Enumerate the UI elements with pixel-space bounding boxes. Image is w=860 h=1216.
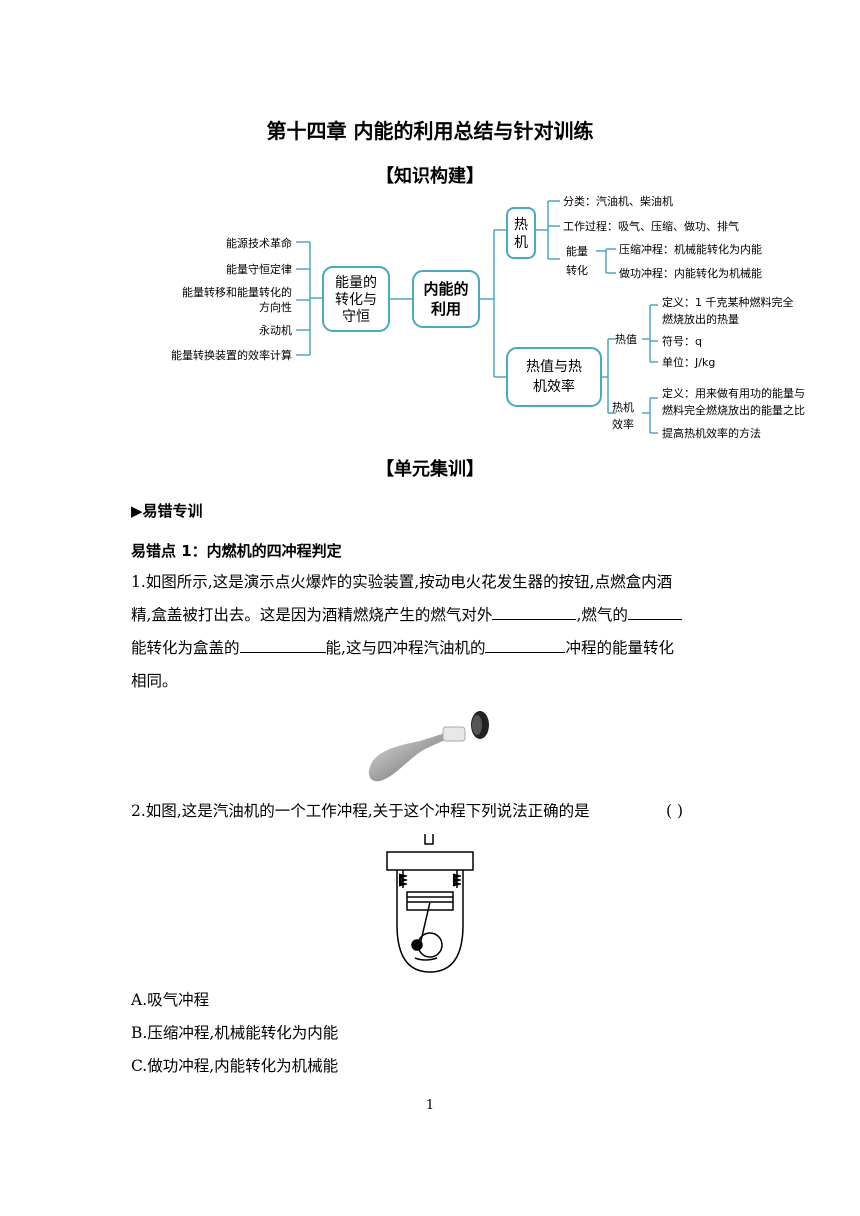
svg-text:符号：q: 符号：q xyxy=(662,335,702,348)
option-c[interactable]: C.做功冲程,内能转化为机械能 xyxy=(131,1057,339,1075)
mm-left-item: 能量转移和能量转化的 xyxy=(182,285,292,299)
svg-text:能量的: 能量的 xyxy=(335,275,377,291)
page-title: 第十四章 内能的利用总结与针对训练 xyxy=(266,119,594,143)
svg-text:转化: 转化 xyxy=(566,263,588,277)
ignition-device-image xyxy=(368,711,489,782)
option-b[interactable]: B.压缩冲程,机械能转化为内能 xyxy=(131,1024,339,1042)
svg-text:热: 热 xyxy=(514,217,528,233)
knowledge-mindmap: 能源技术革命 能量守恒定律 能量转移和能量转化的 方向性 永动机 能量转换装置的… xyxy=(171,194,805,440)
svg-text:提高热机效率的方法: 提高热机效率的方法 xyxy=(662,426,761,440)
mm-left-item: 能量守恒定律 xyxy=(226,262,292,276)
svg-text:定义：1 千克某种燃料完全: 定义：1 千克某种燃料完全 xyxy=(662,295,794,309)
engine-stroke-diagram xyxy=(386,834,474,973)
svg-text:热值与热: 热值与热 xyxy=(526,359,582,375)
mm-box-efficiency xyxy=(506,347,602,407)
answer-blank[interactable] xyxy=(485,634,566,653)
svg-text:燃料完全燃烧放出的能量之比: 燃料完全燃烧放出的能量之比 xyxy=(662,403,805,417)
svg-text:定义：用来做有用功的能量与: 定义：用来做有用功的能量与 xyxy=(662,386,805,400)
svg-text:机效率: 机效率 xyxy=(533,378,575,395)
section-knowledge-construction: 【知识构建】 xyxy=(376,166,484,187)
svg-text:机: 机 xyxy=(514,235,528,251)
section-unit-training: 【单元集训】 xyxy=(376,459,484,480)
answer-blank[interactable] xyxy=(239,634,326,653)
svg-text:内能的: 内能的 xyxy=(423,280,468,298)
mm-power: 做功冲程：内能转化为机械能 xyxy=(619,266,762,280)
svg-text:燃烧放出的热量: 燃烧放出的热量 xyxy=(662,312,739,326)
svg-text:效率: 效率 xyxy=(612,417,634,431)
svg-text:热机: 热机 xyxy=(612,400,634,414)
mm-compression: 压缩冲程：机械能转化为内能 xyxy=(619,242,762,256)
mm-engine-process: 工作过程：吸气、压缩、做功、排气 xyxy=(563,219,739,233)
mm-engine-category: 分类：汽油机、柴油机 xyxy=(563,194,673,208)
mm-left-bracket xyxy=(296,241,322,356)
mm-left-item: 永动机 xyxy=(259,323,292,337)
mm-heat-value-label: 热值 xyxy=(615,333,637,346)
svg-text:能量: 能量 xyxy=(566,244,588,258)
mm-left-item: 能量转换装置的效率计算 xyxy=(171,348,292,362)
answer-bracket[interactable]: ( ) xyxy=(666,802,684,820)
mm-left-item: 方向性 xyxy=(259,300,292,314)
svg-text:守恒: 守恒 xyxy=(342,309,370,325)
svg-text:单位：J/kg: 单位：J/kg xyxy=(662,355,715,369)
error-point-heading: 易错点 1：内燃机的四冲程判定 xyxy=(131,542,342,560)
option-a[interactable]: A.吸气冲程 xyxy=(131,991,210,1009)
svg-text:利用: 利用 xyxy=(431,300,461,318)
answer-blank[interactable] xyxy=(627,601,682,620)
question-1: 1.如图所示,这是演示点火爆炸的实验装置,按动电火花发生器的按钮,点燃盒内酒 精… xyxy=(131,566,731,698)
mm-left-item: 能源技术革命 xyxy=(226,236,292,250)
question-2: 2.如图,这是汽油机的一个工作冲程,关于这个冲程下列说法正确的是 xyxy=(131,802,590,820)
answer-blank[interactable] xyxy=(492,601,577,620)
svg-text:转化与: 转化与 xyxy=(335,292,377,308)
mm-box-engine xyxy=(506,207,536,259)
sub-heading: ▶易错专训 xyxy=(131,502,203,520)
page-number: 1 xyxy=(425,1098,435,1113)
